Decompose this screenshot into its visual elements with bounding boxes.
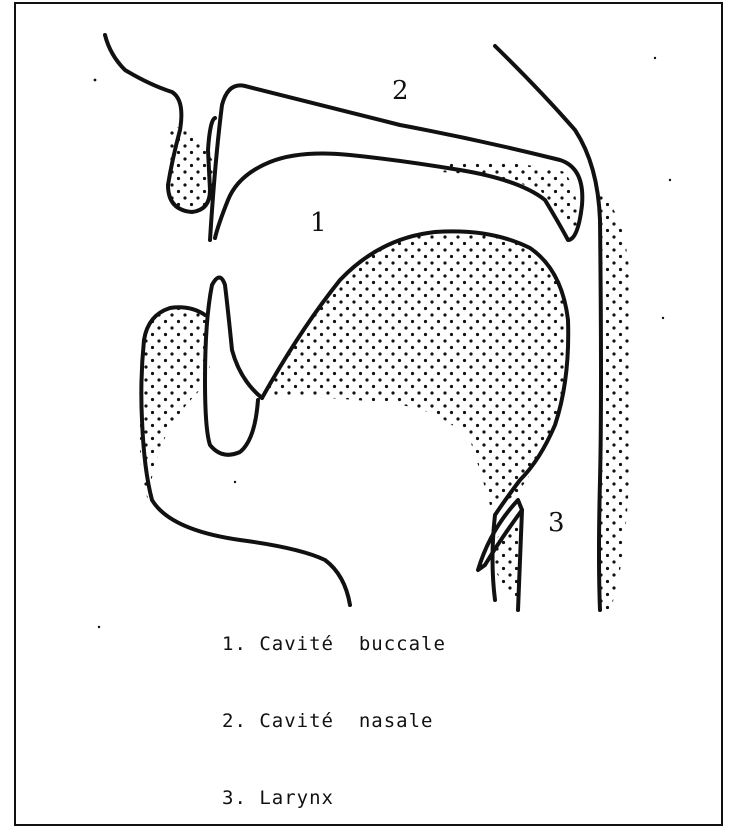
legend-item-nasal-cavity: 2. Cavité nasale [222, 710, 433, 732]
larynx-tissue [495, 527, 520, 600]
larynx-inner-outline [518, 510, 522, 610]
nasal-floor-outline [210, 85, 582, 240]
label-oral-cavity-number: 1 [310, 210, 327, 236]
legend-item-larynx: 3. Larynx [222, 787, 334, 809]
tongue-tissue [262, 231, 568, 505]
label-larynx-number: 3 [548, 510, 565, 536]
label-nasal-cavity-number: 2 [392, 78, 409, 104]
legend-item-oral-cavity: 1. Cavité buccale [222, 633, 446, 655]
lower-lip-tissue [140, 307, 210, 500]
pharynx-wall-tissue [599, 195, 631, 610]
lower-teeth-outline [205, 278, 262, 455]
